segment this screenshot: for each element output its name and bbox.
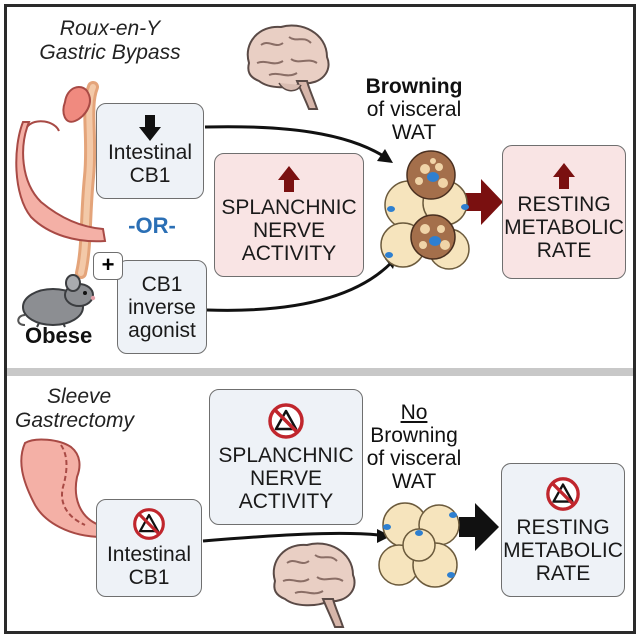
top-splanchnic-box: SPLANCHNIC NERVE ACTIVITY: [214, 153, 364, 277]
obese-label: Obese: [25, 323, 93, 348]
top-browning-line1: Browning: [365, 75, 463, 98]
agonist-line2: inverse: [128, 295, 196, 319]
bottom-procedure-title: Sleeve Gastrectomy: [15, 385, 165, 433]
prohibited-symbol-icon: [133, 508, 165, 540]
top-browning-label: Browning of visceral WAT: [359, 75, 469, 144]
fat-cell-cluster-icon: [380, 150, 470, 270]
top-resting-rate-box: RESTING METABOLIC RATE: [502, 145, 626, 279]
figure-panel: Roux-en-Y Gastric Bypass Intestinal CB1 …: [4, 4, 636, 634]
cb1-inverse-agonist-box: CB1 inverse agonist: [117, 260, 207, 354]
top-browning-line2: of visceral: [366, 98, 462, 121]
agonist-line1: CB1: [141, 272, 183, 296]
bottom-rate-line2: METABOLIC: [503, 538, 623, 562]
top-rate-line2: METABOLIC: [504, 215, 624, 239]
bottom-pathway-arrows: [202, 503, 499, 551]
top-splanchnic-line1: SPLANCHNIC: [221, 195, 357, 219]
bottom-browning-label: No Browning of visceral WAT: [359, 401, 469, 493]
top-splanchnic-line2: NERVE: [253, 218, 325, 242]
stomach-icon: [15, 81, 107, 279]
section-divider: [7, 368, 633, 376]
bottom-browning-line2: of visceral: [366, 447, 462, 470]
bottom-intestinal-line2: CB1: [128, 566, 170, 589]
bottom-rate-line3: RATE: [535, 561, 591, 585]
bottom-procedure-line1: Sleeve: [47, 385, 112, 408]
mouse-icon: [17, 274, 96, 328]
stomach-icon: [20, 438, 105, 539]
bottom-procedure-line2: Gastrectomy: [15, 409, 135, 432]
bottom-splanchnic-line2: NERVE: [250, 466, 322, 490]
brain-icon: [246, 24, 330, 110]
top-intestinal-cb1-box: Intestinal CB1: [96, 103, 204, 199]
top-procedure-line2: Gastric Bypass: [39, 41, 181, 64]
brain-icon: [272, 542, 356, 628]
top-browning-line3: WAT: [391, 121, 437, 144]
bottom-splanchnic-line3: ACTIVITY: [238, 489, 334, 513]
prohibited-symbol-icon: [268, 402, 304, 439]
up-arrow-icon: [278, 165, 300, 192]
fat-cell-cluster-icon: [378, 502, 460, 588]
bottom-rate-line1: RESTING: [516, 515, 610, 539]
top-rate-line1: RESTING: [517, 192, 611, 216]
bottom-browning-line1: Browning: [370, 424, 458, 447]
bottom-splanchnic-line1: SPLANCHNIC: [218, 443, 354, 467]
down-arrow-icon: [139, 115, 161, 141]
bottom-intestinal-cb1-box: Intestinal CB1: [96, 499, 202, 597]
top-intestinal-line1: Intestinal: [107, 141, 193, 164]
agonist-line3: agonist: [128, 318, 196, 342]
top-procedure-line1: Roux-en-Y: [59, 17, 161, 40]
top-procedure-title: Roux-en-Y Gastric Bypass: [15, 17, 205, 65]
bottom-resting-rate-box: RESTING METABOLIC RATE: [501, 463, 625, 597]
top-intestinal-line2: CB1: [129, 164, 171, 187]
bottom-browning-line3: WAT: [391, 470, 437, 493]
bottom-splanchnic-box: SPLANCHNIC NERVE ACTIVITY: [209, 389, 363, 525]
right-arrow-icon: [459, 503, 499, 551]
up-arrow-icon: [553, 162, 575, 189]
prohibited-symbol-icon: [546, 476, 580, 511]
no-label: No: [400, 401, 428, 424]
top-splanchnic-line3: ACTIVITY: [241, 241, 337, 265]
top-rate-line3: RATE: [536, 238, 592, 262]
bottom-intestinal-line1: Intestinal: [106, 543, 192, 566]
plus-sign: +: [93, 252, 123, 280]
right-arrow-icon: [465, 179, 503, 225]
or-label: -OR-: [128, 213, 176, 238]
